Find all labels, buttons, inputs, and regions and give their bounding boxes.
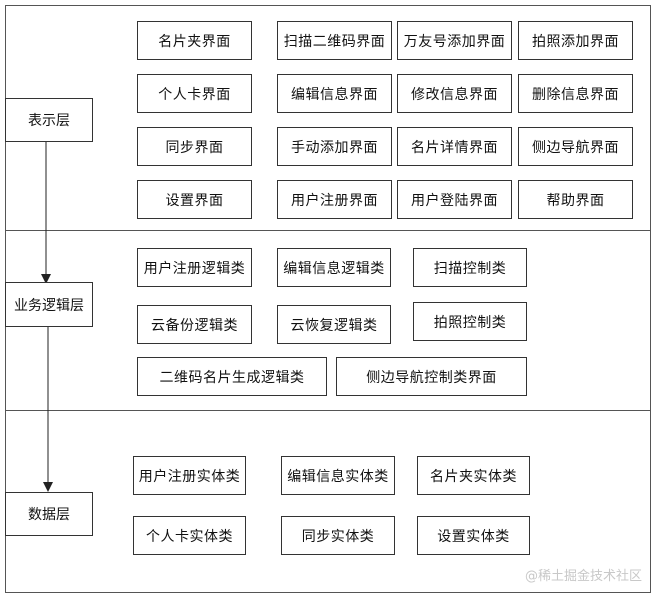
- module-box: 手动添加界面: [277, 127, 392, 166]
- module-box: 扫描控制类: [413, 248, 527, 287]
- module-box: 名片详情界面: [397, 127, 512, 166]
- module-box: 同步界面: [137, 127, 252, 166]
- module-box: 二维码名片生成逻辑类: [137, 357, 327, 396]
- module-box: 编辑信息界面: [277, 74, 392, 113]
- module-box: 侧边导航界面: [518, 127, 633, 166]
- layer-label-business: 业务逻辑层: [5, 282, 93, 327]
- module-box: 拍照控制类: [413, 302, 527, 341]
- module-box: 云备份逻辑类: [137, 305, 252, 344]
- module-box: 编辑信息逻辑类: [277, 248, 391, 287]
- module-box: 用户登陆界面: [397, 180, 512, 219]
- layer-label-presentation: 表示层: [5, 98, 93, 142]
- module-box: 拍照添加界面: [518, 21, 633, 60]
- module-box: 个人卡界面: [137, 74, 252, 113]
- layer-divider: [5, 410, 651, 411]
- module-box: 万友号添加界面: [397, 21, 512, 60]
- module-box: 删除信息界面: [518, 74, 633, 113]
- module-box: 修改信息界面: [397, 74, 512, 113]
- module-box: 用户注册实体类: [133, 456, 246, 495]
- module-box: 设置实体类: [417, 516, 530, 555]
- module-box: 用户注册界面: [277, 180, 392, 219]
- module-box: 侧边导航控制类界面: [336, 357, 527, 396]
- module-box: 编辑信息实体类: [281, 456, 395, 495]
- module-box: 用户注册逻辑类: [137, 248, 252, 287]
- module-box: 名片夹界面: [137, 21, 252, 60]
- watermark-text: @稀土掘金技术社区: [524, 569, 642, 584]
- layer-label-data: 数据层: [5, 492, 93, 536]
- layer-divider: [5, 230, 651, 231]
- module-box: 个人卡实体类: [133, 516, 246, 555]
- module-box: 帮助界面: [518, 180, 633, 219]
- module-box: 云恢复逻辑类: [277, 305, 391, 344]
- module-box: 扫描二维码界面: [277, 21, 392, 60]
- module-box: 名片夹实体类: [417, 456, 530, 495]
- module-box: 设置界面: [137, 180, 252, 219]
- module-box: 同步实体类: [281, 516, 395, 555]
